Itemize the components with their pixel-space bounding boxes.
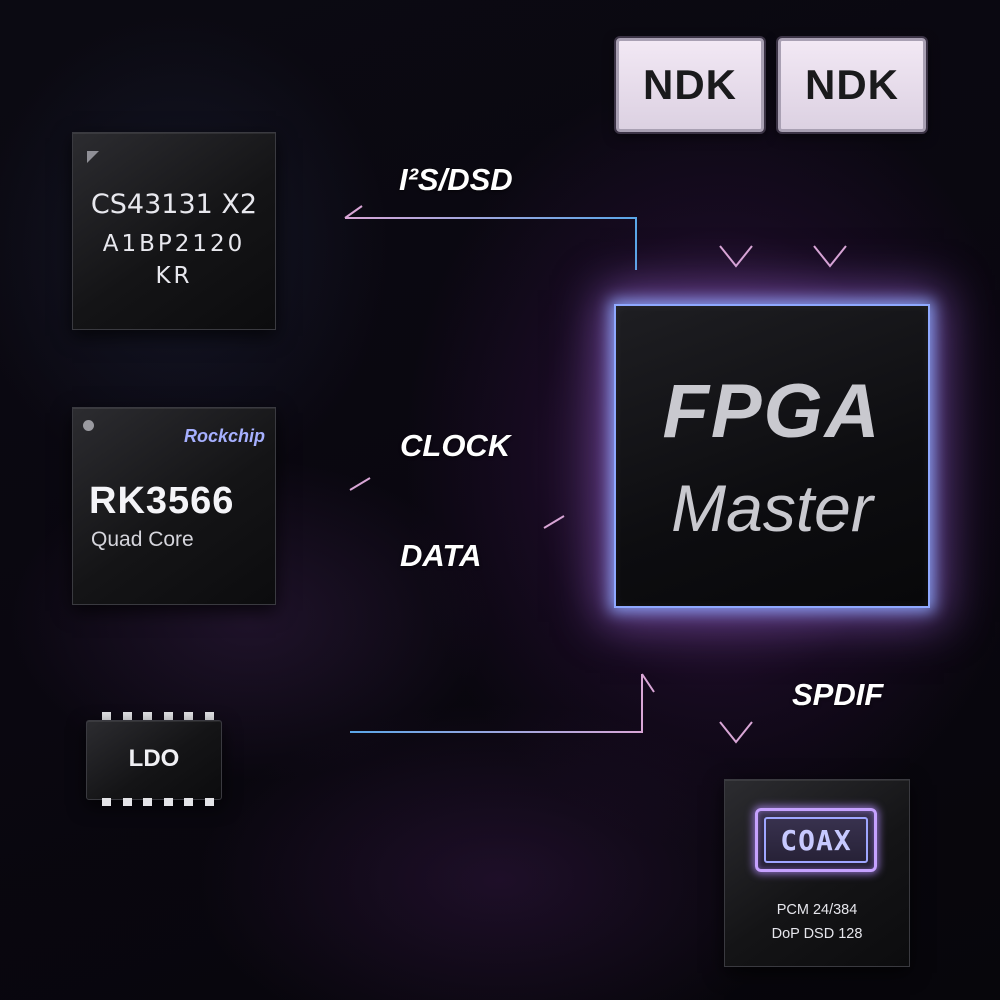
ndk-right-down-arrow xyxy=(813,176,847,268)
ndk-oscillator-2: NDK xyxy=(778,38,926,132)
rk3566-model: RK3566 xyxy=(89,480,235,522)
cs43131-dac-chip: CS43131 X2 A1BP2120 KR xyxy=(72,132,276,330)
data-label: DATA xyxy=(400,538,482,573)
i2s-dsd-label: I²S/DSD xyxy=(399,162,513,197)
rk3566-subtitle: Quad Core xyxy=(91,528,194,551)
fpga-subtitle: Master xyxy=(671,471,873,545)
cs43131-line3: KR xyxy=(155,263,193,289)
coax-badge: COAX xyxy=(755,808,877,872)
ldo-label: LDO xyxy=(128,745,180,772)
ldo-power-arrow xyxy=(350,673,655,733)
spdif-down-arrow xyxy=(719,650,753,744)
rk3566-soc-chip: Rockchip RK3566 Quad Core xyxy=(72,407,276,605)
ndk-left-down-arrow xyxy=(719,176,753,268)
rockchip-logo: Rockchip xyxy=(183,426,265,446)
i2s-dsd-arrow xyxy=(344,205,637,270)
data-arrow xyxy=(350,515,565,529)
spdif-label: SPDIF xyxy=(792,677,884,712)
pin1-dot-icon xyxy=(83,420,94,431)
coax-pcm-spec: PCM 24/384 xyxy=(776,902,858,918)
fpga-master-chip: FPGA Master xyxy=(614,304,930,608)
ldo-regulator-chip: LDO xyxy=(86,720,222,800)
clock-arrow xyxy=(349,477,564,491)
fpga-title: FPGA xyxy=(662,369,882,454)
pin1-marker-icon xyxy=(87,151,99,163)
coax-badge-label: COAX xyxy=(764,817,868,863)
clock-label: CLOCK xyxy=(400,428,511,463)
coax-dsd-spec: DoP DSD 128 xyxy=(771,926,863,942)
ndk-oscillator-1: NDK xyxy=(616,38,764,132)
cs43131-line1: CS43131 X2 xyxy=(90,189,258,220)
coax-output-chip: COAX PCM 24/384 DoP DSD 128 xyxy=(724,779,910,967)
ldo-bottom-pins xyxy=(102,798,214,806)
cs43131-line2: A1BP2120 xyxy=(102,231,246,257)
ldo-top-pins xyxy=(102,712,214,720)
